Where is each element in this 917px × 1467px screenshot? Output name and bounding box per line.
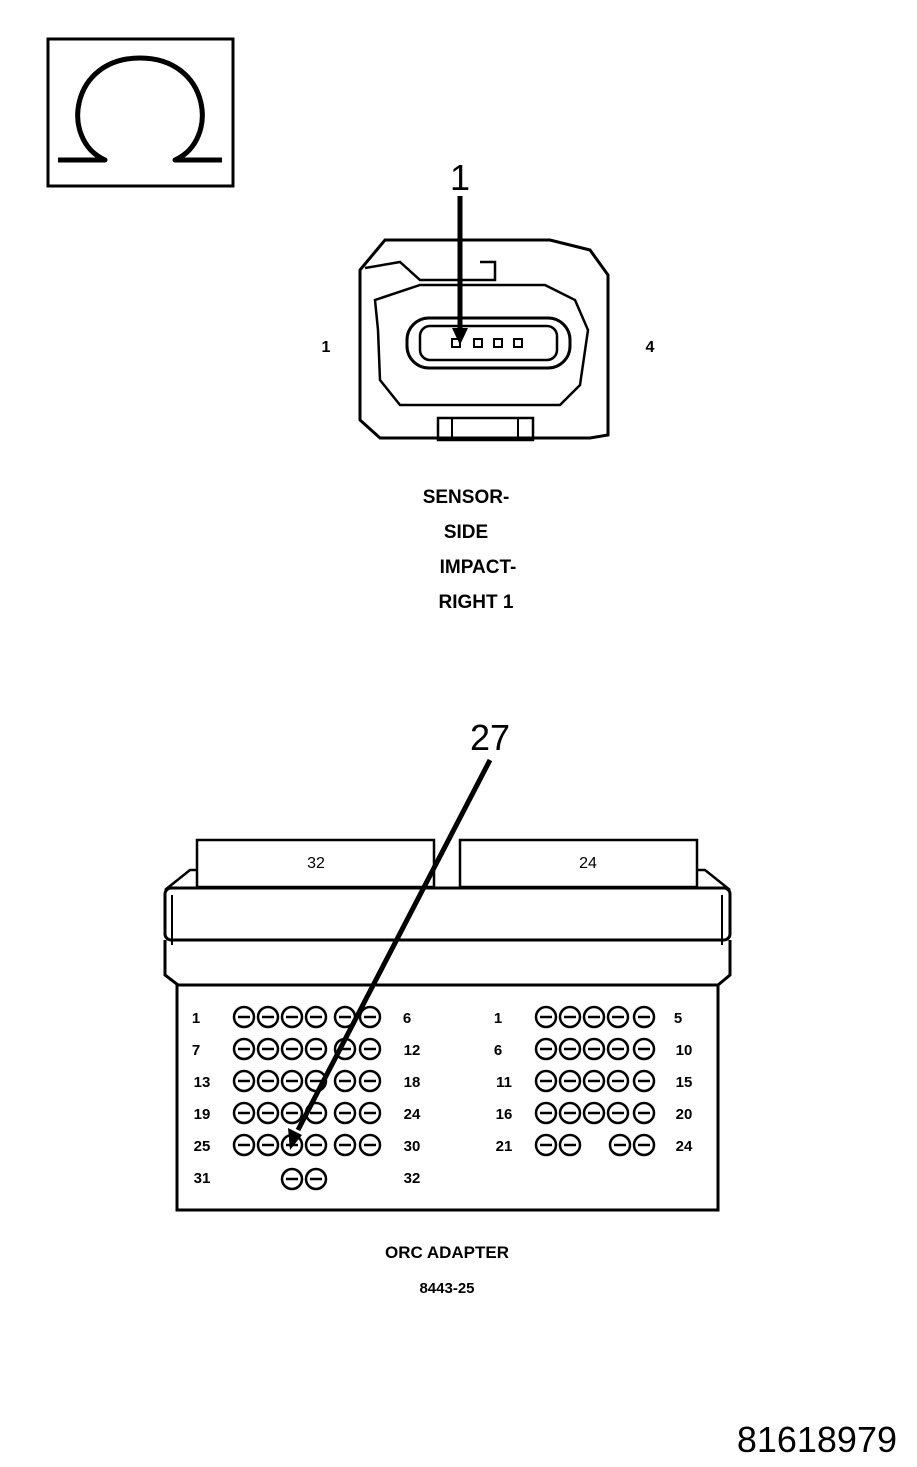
orc-left-tab-label: 32 — [307, 855, 325, 872]
orc-right-row-end: 24 — [676, 1138, 693, 1155]
orc-left-row-start: 7 — [192, 1042, 200, 1059]
orc-pin — [632, 1069, 656, 1093]
orc-pin — [358, 1069, 382, 1093]
sensor-pin — [473, 338, 483, 348]
sensor-title-line: SIDE — [444, 522, 488, 543]
orc-left-row-end: 12 — [404, 1042, 421, 1059]
orc-pin-grid — [232, 1005, 656, 1191]
orc-pin — [280, 1069, 304, 1093]
orc-pin — [256, 1101, 280, 1125]
orc-pin — [232, 1037, 256, 1061]
orc-pin — [534, 1037, 558, 1061]
orc-pin — [558, 1101, 582, 1125]
orc-pin — [304, 1005, 328, 1029]
orc-pin — [304, 1133, 328, 1157]
orc-pin — [582, 1037, 606, 1061]
orc-right-row-start: 21 — [496, 1138, 513, 1155]
orc-pin — [304, 1167, 328, 1191]
orc-pin — [582, 1005, 606, 1029]
sensor-right-pin-label: 4 — [646, 339, 655, 356]
orc-right-row-start: 16 — [496, 1106, 513, 1123]
orc-pin — [582, 1101, 606, 1125]
orc-left-row-start: 25 — [194, 1138, 211, 1155]
orc-title-line: 8443-25 — [419, 1280, 474, 1297]
orc-pin — [358, 1101, 382, 1125]
sensor-pin — [513, 338, 523, 348]
orc-pin — [256, 1037, 280, 1061]
orc-pin — [606, 1005, 630, 1029]
orc-pin — [358, 1037, 382, 1061]
orc-left-row-start: 19 — [194, 1106, 211, 1123]
orc-pin — [232, 1005, 256, 1029]
sensor-pin — [493, 338, 503, 348]
orc-right-row-start: 6 — [494, 1042, 502, 1059]
orc-pin — [358, 1133, 382, 1157]
orc-pin — [534, 1069, 558, 1093]
orc-pin — [333, 1069, 357, 1093]
orc-pin — [232, 1069, 256, 1093]
orc-pin — [608, 1133, 632, 1157]
orc-adapter-connector: 27 32 24 1 7 13 19 25 31 6 12 18 24 30 3… — [163, 717, 732, 1297]
orc-right-row-end: 5 — [674, 1010, 682, 1027]
orc-right-row-start: 1 — [494, 1010, 502, 1027]
orc-right-row-end: 10 — [676, 1042, 693, 1059]
orc-pin — [280, 1167, 304, 1191]
sensor-callout-number: 1 — [450, 157, 470, 198]
orc-left-row-end: 32 — [404, 1170, 421, 1187]
orc-pin — [606, 1069, 630, 1093]
figure-id: 81618979 — [737, 1419, 897, 1460]
orc-callout-number: 27 — [470, 717, 510, 758]
orc-pin — [632, 1101, 656, 1125]
orc-pin — [606, 1101, 630, 1125]
orc-left-row-end: 24 — [404, 1106, 421, 1123]
orc-pin — [358, 1005, 382, 1029]
sensor-title-line: SENSOR- — [423, 487, 510, 508]
orc-left-row-end: 30 — [404, 1138, 421, 1155]
sensor-title-line: RIGHT 1 — [439, 592, 514, 613]
ohmmeter-icon — [46, 37, 235, 188]
orc-pin — [606, 1037, 630, 1061]
orc-left-row-end: 6 — [403, 1010, 411, 1027]
orc-pin — [256, 1005, 280, 1029]
orc-pin — [558, 1005, 582, 1029]
orc-pin — [558, 1133, 582, 1157]
orc-pin — [534, 1133, 558, 1157]
orc-pin — [232, 1101, 256, 1125]
orc-right-tab-label: 24 — [579, 855, 597, 872]
orc-pin — [280, 1101, 304, 1125]
sensor-left-pin-label: 1 — [322, 339, 331, 356]
orc-left-row-start: 13 — [194, 1074, 211, 1091]
orc-left-row-start: 1 — [192, 1010, 200, 1027]
orc-callout-arrow — [295, 758, 493, 1132]
orc-pin — [582, 1069, 606, 1093]
orc-pin — [256, 1133, 280, 1157]
orc-pin — [256, 1069, 280, 1093]
orc-pin — [280, 1037, 304, 1061]
orc-pin — [534, 1005, 558, 1029]
orc-right-row-start: 11 — [496, 1074, 512, 1091]
orc-pin — [558, 1037, 582, 1061]
orc-right-row-end: 20 — [676, 1106, 693, 1123]
orc-pin — [304, 1037, 328, 1061]
orc-right-row-end: 15 — [676, 1074, 693, 1091]
orc-title-line: ORC ADAPTER — [385, 1243, 509, 1262]
orc-pin — [280, 1005, 304, 1029]
orc-pin — [632, 1133, 656, 1157]
orc-pin — [232, 1133, 256, 1157]
orc-pin — [333, 1101, 357, 1125]
orc-left-row-end: 18 — [404, 1074, 421, 1091]
orc-pin — [632, 1037, 656, 1061]
orc-pin — [534, 1101, 558, 1125]
orc-pin — [558, 1069, 582, 1093]
orc-pin — [632, 1005, 656, 1029]
orc-left-row-start: 31 — [194, 1170, 211, 1187]
sensor-title-line: IMPACT- — [440, 557, 517, 578]
orc-pin — [333, 1133, 357, 1157]
sensor-connector: 1 1 4 SENSOR- SIDE IMPACT- RIGHT 1 — [322, 157, 655, 613]
